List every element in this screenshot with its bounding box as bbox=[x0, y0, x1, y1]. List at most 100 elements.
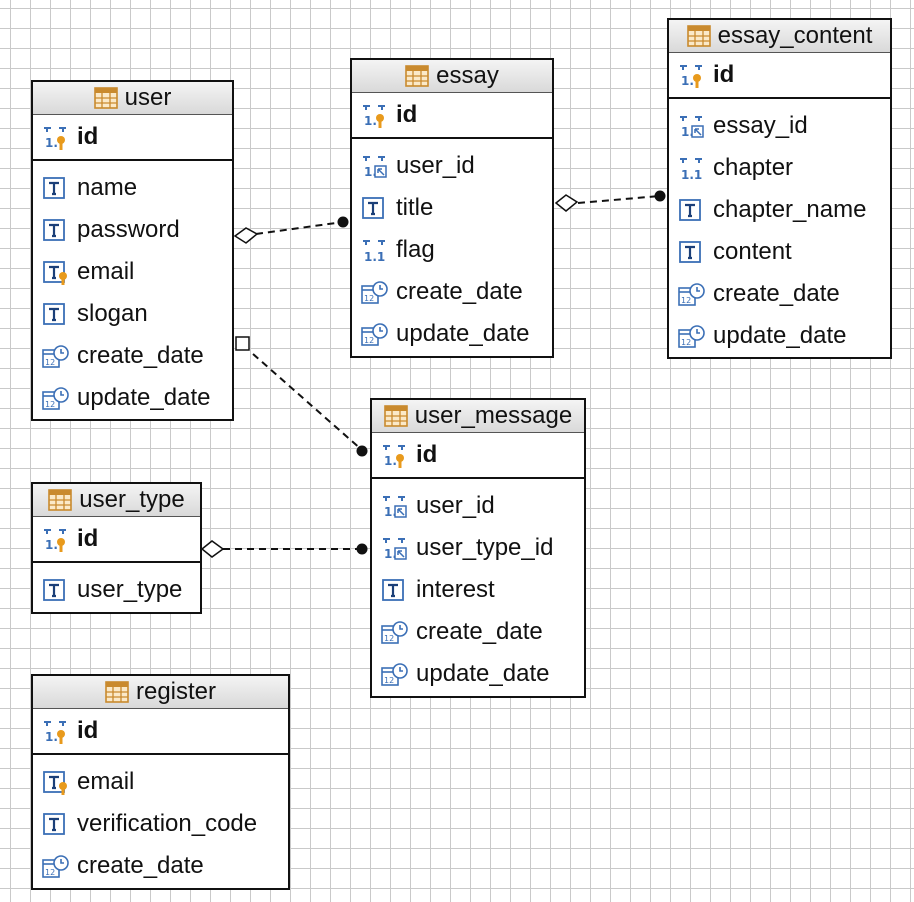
column-row[interactable]: chapter_name bbox=[669, 189, 890, 231]
column-name: user_id bbox=[396, 152, 475, 179]
entity-user[interactable]: user 1. id name password email slogan 12… bbox=[31, 80, 234, 421]
svg-text:12: 12 bbox=[45, 400, 55, 409]
column-name: user_type_id bbox=[416, 534, 554, 561]
svg-text:12: 12 bbox=[364, 336, 374, 345]
column-name: verification_code bbox=[77, 810, 258, 837]
column-row[interactable]: 12 create_date bbox=[33, 845, 288, 887]
primary-key-icon: 1. bbox=[44, 529, 66, 552]
table-icon bbox=[48, 489, 73, 511]
column-name: user_id bbox=[416, 492, 495, 519]
column-row[interactable]: 1. user_id bbox=[372, 485, 584, 527]
text-column-icon bbox=[362, 197, 384, 219]
relationship-user-essay[interactable] bbox=[233, 216, 349, 244]
column-name: update_date bbox=[713, 322, 847, 349]
entity-header[interactable]: user_type bbox=[33, 484, 200, 517]
entity-title: register bbox=[135, 678, 217, 705]
column-name: update_date bbox=[77, 384, 211, 411]
diamond-marker bbox=[235, 336, 250, 351]
text-column-icon bbox=[43, 177, 65, 199]
entity-user-message[interactable]: user_message 1. id 1. user_id 1. user_ty… bbox=[370, 398, 586, 698]
column-row[interactable]: verification_code bbox=[33, 803, 288, 845]
column-row[interactable]: email bbox=[33, 761, 288, 803]
column-name: id bbox=[77, 123, 99, 150]
column-row[interactable]: user_type bbox=[33, 569, 200, 611]
column-row[interactable]: email bbox=[33, 251, 232, 293]
svg-text:1.: 1. bbox=[681, 125, 694, 139]
entity-register[interactable]: register 1. id email verification_code 1… bbox=[31, 674, 290, 890]
entity-header[interactable]: essay bbox=[352, 60, 552, 93]
datetime-icon: 12 bbox=[381, 621, 408, 644]
table-icon bbox=[383, 405, 408, 427]
table-icon bbox=[105, 681, 129, 703]
svg-text:1.: 1. bbox=[384, 505, 397, 519]
column-row[interactable]: slogan bbox=[33, 293, 232, 335]
dot-marker bbox=[356, 445, 368, 457]
column-row[interactable]: 12 create_date bbox=[669, 273, 890, 315]
primary-key-row[interactable]: 1. id bbox=[33, 709, 288, 755]
column-row[interactable]: interest bbox=[372, 569, 584, 611]
column-row[interactable]: 12 create_date bbox=[352, 271, 552, 313]
text-column-icon bbox=[43, 579, 65, 601]
primary-key-icon: 1. bbox=[363, 105, 385, 128]
svg-text:1.: 1. bbox=[681, 74, 694, 88]
column-row[interactable]: 12 update_date bbox=[352, 313, 552, 355]
svg-text:1.1: 1.1 bbox=[364, 250, 385, 264]
column-name: email bbox=[77, 768, 135, 795]
column-name: id bbox=[416, 441, 438, 468]
text-column-icon bbox=[382, 579, 404, 601]
svg-text:1.: 1. bbox=[45, 136, 58, 150]
text-column-icon bbox=[43, 813, 65, 835]
diamond-marker bbox=[200, 540, 225, 558]
svg-text:1.1: 1.1 bbox=[681, 168, 702, 182]
svg-text:1.: 1. bbox=[384, 547, 397, 561]
entity-header[interactable]: essay_content bbox=[669, 20, 890, 53]
entity-title: user_message bbox=[414, 402, 573, 429]
column-row[interactable]: 12 update_date bbox=[669, 315, 890, 357]
column-name: create_date bbox=[77, 342, 204, 369]
column-name: name bbox=[77, 174, 138, 201]
column-row[interactable]: password bbox=[33, 209, 232, 251]
relationship-user-type-user-message[interactable] bbox=[200, 540, 368, 558]
text-column-icon bbox=[43, 303, 65, 325]
column-row[interactable]: content bbox=[669, 231, 890, 273]
column-row[interactable]: 12 create_date bbox=[33, 335, 232, 377]
svg-text:1.: 1. bbox=[364, 114, 377, 128]
column-row[interactable]: title bbox=[352, 187, 552, 229]
svg-text:12: 12 bbox=[681, 296, 691, 305]
entity-title: essay bbox=[436, 62, 499, 89]
primary-key-row[interactable]: 1. id bbox=[669, 53, 890, 99]
column-name: id bbox=[77, 525, 99, 552]
column-row[interactable]: 12 create_date bbox=[372, 611, 584, 653]
primary-key-row[interactable]: 1. id bbox=[33, 115, 232, 161]
svg-text:12: 12 bbox=[45, 868, 55, 877]
entity-user-type[interactable]: user_type 1. id user_type bbox=[31, 482, 202, 614]
column-row[interactable]: name bbox=[33, 167, 232, 209]
svg-text:1.: 1. bbox=[384, 454, 397, 468]
column-row[interactable]: 12 update_date bbox=[372, 653, 584, 695]
column-row[interactable]: 1. user_type_id bbox=[372, 527, 584, 569]
primary-key-row[interactable]: 1. id bbox=[372, 433, 584, 479]
diamond-marker bbox=[233, 227, 259, 244]
numeric-column-icon: 1.1 bbox=[680, 158, 702, 182]
column-name: create_date bbox=[77, 852, 204, 879]
entity-header[interactable]: user_message bbox=[372, 400, 584, 433]
relationship-user-user-message[interactable] bbox=[235, 336, 368, 457]
entity-title: user bbox=[124, 84, 172, 111]
column-row[interactable]: 1. essay_id bbox=[669, 105, 890, 147]
relationship-essay-essay-content[interactable] bbox=[554, 190, 666, 212]
column-row[interactable]: 12 update_date bbox=[33, 377, 232, 419]
datetime-icon: 12 bbox=[42, 387, 69, 410]
entity-header[interactable]: user bbox=[33, 82, 232, 115]
primary-key-row[interactable]: 1. id bbox=[33, 517, 200, 563]
primary-key-icon: 1. bbox=[680, 65, 702, 88]
column-row[interactable]: 1. user_id bbox=[352, 145, 552, 187]
numeric-column-icon: 1.1 bbox=[363, 240, 385, 264]
foreign-key-icon: 1. bbox=[383, 538, 407, 561]
primary-key-row[interactable]: 1. id bbox=[352, 93, 552, 139]
table-icon bbox=[93, 87, 118, 109]
entity-header[interactable]: register bbox=[33, 676, 288, 709]
